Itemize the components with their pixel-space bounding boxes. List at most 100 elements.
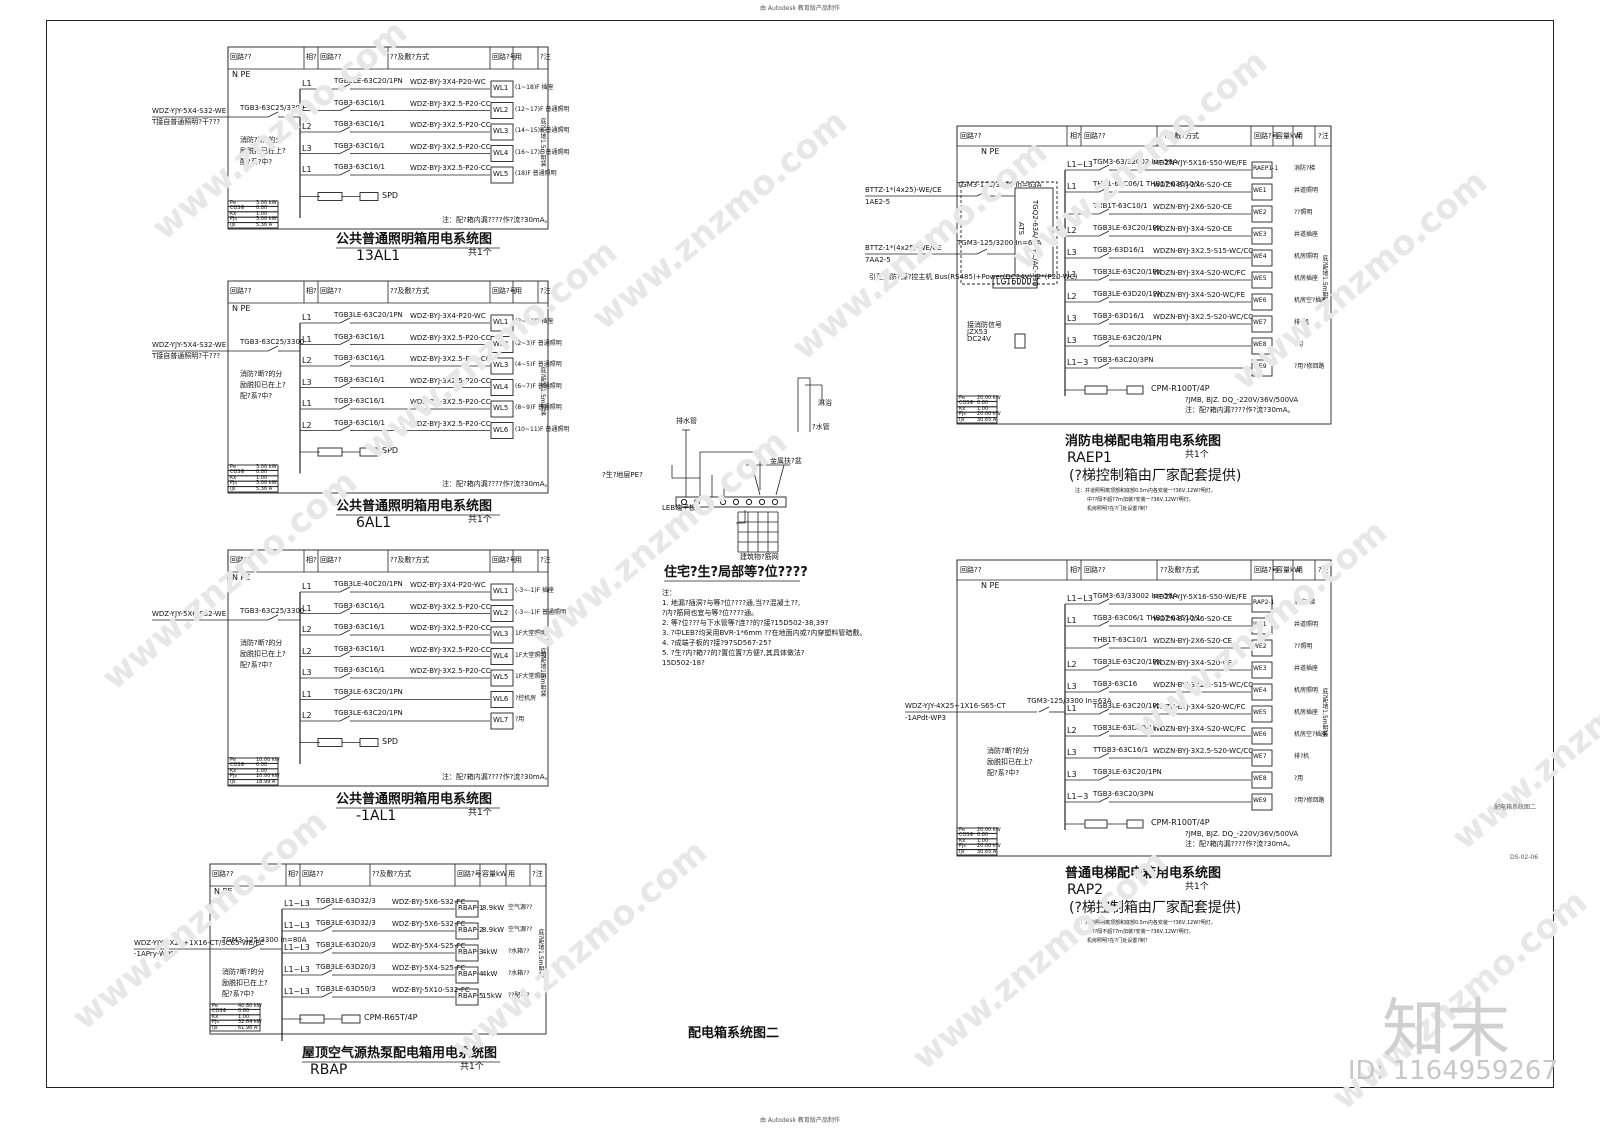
header-cell-1: 相?: [306, 556, 317, 564]
npe-label: N PE: [232, 573, 251, 582]
sheet-no: DS-02-06: [1510, 854, 1539, 861]
circuit-use: (2~3)F 普通照明: [515, 339, 562, 347]
feeder-source: T接自普通照明?干???: [152, 118, 221, 126]
circuit-phase: L3: [302, 377, 312, 387]
circuit-no: WE8: [1253, 775, 1267, 782]
header-cell-1: 相?: [306, 287, 317, 295]
circuit-phase: L3: [1067, 248, 1077, 257]
fire-note-2: 励脱扣已在上?: [222, 979, 268, 987]
summary-value: 18.99 A: [256, 778, 276, 785]
circuit-phase: L3: [302, 143, 312, 153]
circuit-no: RBAP-1: [458, 904, 484, 912]
spd-label: SPD: [382, 446, 399, 455]
circuit-phase: L1: [302, 399, 312, 408]
leb-label: LEB端子板: [662, 504, 697, 512]
header-cell-6: 用: [1296, 132, 1303, 140]
circuit-no: WE4: [1253, 253, 1267, 260]
circuit-no: WE6: [1253, 731, 1267, 738]
breaker-contact: [1098, 752, 1110, 759]
npe-label: N PE: [981, 581, 1000, 590]
header-cell-3: ??及敷?方式: [390, 287, 430, 295]
circuit-no-box: [1251, 661, 1273, 679]
lamp-label: ?JMB, BJZ. DQ_-220V/36V/500VA: [1185, 830, 1299, 838]
circuit-breaker: TGM3-63/33002 In=50A: [1093, 592, 1178, 600]
fire-note-2: 励脱扣已在上?: [240, 147, 286, 155]
header-cell-3: ??及敷?方式: [390, 556, 430, 564]
circuit-no-box: [490, 379, 514, 396]
circuit-no: WE6: [1253, 297, 1267, 304]
fine-note-2: 中??隔不超?7m加装?安装一?36V,12W?明灯。: [1087, 497, 1194, 503]
circuit-no: WE1: [1253, 187, 1267, 194]
elevator-count: 共1个: [1185, 450, 1209, 460]
header-cell-6: 用: [1296, 566, 1303, 574]
circuit-no-box: [1251, 271, 1273, 289]
circuit-use: 机房空?插座: [1294, 297, 1328, 304]
breaker-contact: [339, 586, 351, 593]
circuit-phase: L2: [302, 356, 312, 365]
npe-label: N PE: [981, 147, 1000, 156]
feeder-cable: WDZ-YJY-5X4-S32-WE: [152, 341, 227, 349]
circuit-no: WL2: [493, 105, 509, 114]
summary-label: COSΦ: [230, 469, 245, 476]
breaker-contact: [249, 943, 261, 950]
footer-note: 由 Autodesk 教育版产品制作: [760, 1117, 840, 1124]
circuit-breaker: TGB3LE-63C20/1PN: [1093, 268, 1162, 276]
circuit-no: WL5: [493, 170, 509, 178]
breaker-contact: [339, 317, 351, 324]
header-cell-4: 回路?号: [1254, 566, 1279, 574]
circuit-no-box: [490, 648, 514, 665]
feeder-breaker: TGM3-125/3200 In=63A: [957, 239, 1042, 247]
circuit-use: ??配电?: [508, 992, 530, 999]
circuit-phase: L2: [302, 420, 312, 430]
circuit-cable: WDZN-BYJ-3X4-S20-WC/FE: [1153, 291, 1246, 299]
summary-cell: [956, 849, 998, 856]
panel-count: 共1个: [460, 1062, 484, 1072]
breaker-contact: [321, 925, 333, 932]
circuit-no: WE5: [1253, 275, 1267, 282]
circuit-cable: WDZN-BYJ-3X2.5-S20-WC/CC: [1153, 313, 1254, 321]
circuit-phase: L1: [1067, 182, 1077, 191]
circuit-use: 机房空?插座: [1294, 731, 1328, 738]
header-cell-3: ??及敷?方式: [1160, 566, 1200, 574]
circuit-use: (12~17)F 普通照明: [515, 105, 570, 113]
header-cell-6: 用: [508, 870, 515, 878]
fire-note-1: 消防?断?的分: [240, 639, 283, 647]
summary-label: Kx: [959, 837, 966, 844]
panel-note: 注：配?箱内漏????作?流?30mA。: [442, 773, 552, 781]
circuit-cable: WDZ-BYJ-5X6-S32-FC: [392, 898, 466, 906]
breaker-contact: [321, 947, 333, 954]
panel-count: 共1个: [468, 808, 492, 818]
circuit-phase: L1: [302, 79, 312, 88]
circuit-cable: MDZN-YJY-5X16-S50-WE/FE: [1153, 159, 1247, 167]
circuit-no: WL2: [493, 339, 509, 348]
leb-terminal: [732, 498, 740, 506]
ground-note-0: 注：: [662, 589, 676, 597]
circuit-cable: WDZN-BYJ-3X2.5-S15-WC/CC: [1153, 681, 1254, 689]
circuit-no-box: [490, 102, 514, 119]
header-cell-1: 相?: [288, 870, 299, 878]
header-cell-4: 回路?号: [457, 870, 482, 878]
circuit-cable: WDZ-BYJ-3X2.5-P20-CC: [410, 624, 491, 632]
elevator-sub: RAEP1: [1067, 450, 1112, 466]
circuit-phase: L1: [302, 582, 312, 591]
fire-note-1: 消防?断?的分: [987, 747, 1030, 755]
summary-value: 0.80: [977, 832, 989, 839]
circuit-no-box: [1251, 793, 1273, 811]
breaker-contact: [339, 403, 351, 410]
header-cell-5: 用: [515, 287, 522, 295]
circuit-use: 井道插座: [1294, 665, 1319, 672]
circuit-breaker: TGB3LE-63D20/3: [316, 963, 376, 971]
circuit-no-box: [1251, 293, 1273, 311]
circuit-cable: WDZ-BYJ-3X2.5-P20-CC: [410, 398, 491, 406]
panel-count: 共1个: [468, 248, 492, 258]
circuit-no: WL6: [493, 425, 509, 434]
summary-value: 0.80: [256, 205, 268, 212]
panel-title: 公共普通照明箱用电系统图: [336, 232, 493, 247]
circuit-phase: L1~L3: [284, 987, 310, 996]
circuit-cable: WDZ-BYJ-3X2.5-P20-CC: [410, 142, 491, 151]
summary-value: 61.98 A: [238, 1024, 258, 1031]
circuit-no: WL4: [493, 148, 509, 157]
leb-terminal: [745, 498, 753, 506]
circuit-use: 机房照明: [1294, 253, 1319, 260]
circuit-kw: 15kW: [482, 992, 502, 1000]
